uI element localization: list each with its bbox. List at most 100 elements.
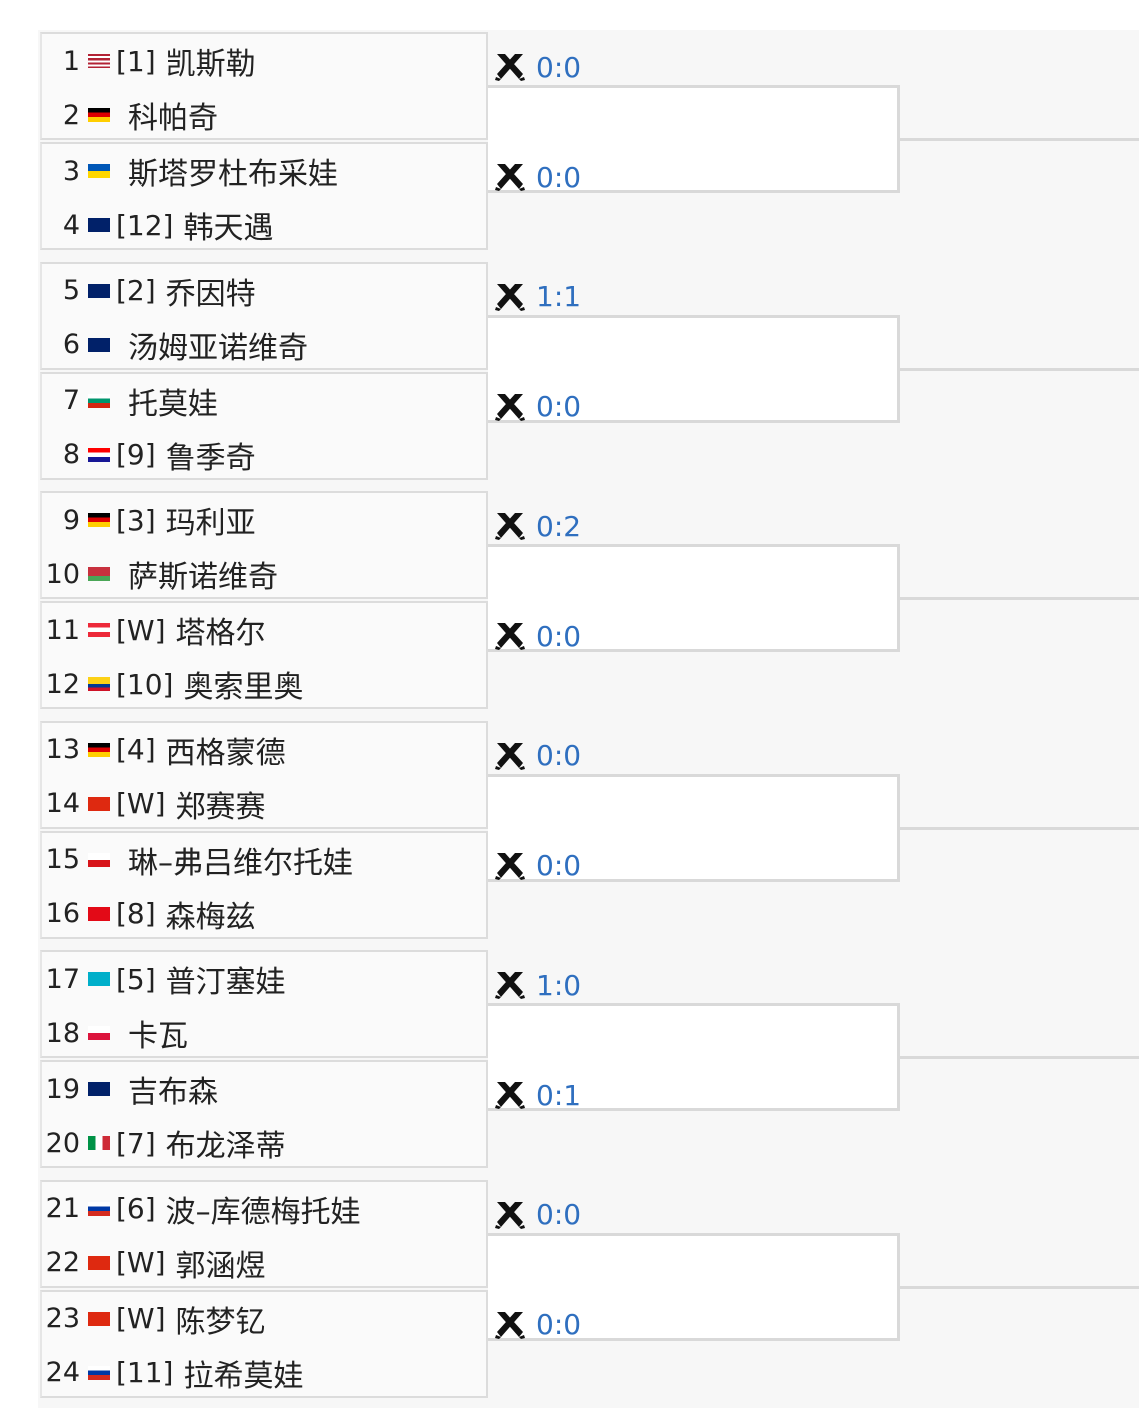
seed-label: [W] xyxy=(116,1302,166,1335)
player-row[interactable]: 8[9]鲁季奇 xyxy=(42,428,486,482)
seed-label: [5] xyxy=(116,962,156,996)
match-card[interactable]: 3 斯塔罗杜布采娃 4[12]韩天遇 xyxy=(40,142,488,250)
match-score[interactable]: 0:0 xyxy=(494,47,581,87)
player-name: 布龙泽蒂 xyxy=(165,1129,286,1164)
draw-position: 18 xyxy=(45,1017,80,1049)
match-score[interactable]: 1:0 xyxy=(494,965,581,1005)
player-name: 卡瓦 xyxy=(128,1019,188,1054)
player-row[interactable]: 18 卡瓦 xyxy=(42,1006,486,1060)
score-value: 0:0 xyxy=(536,1198,582,1231)
player-row[interactable]: 22[W]郭涵煜 xyxy=(42,1236,486,1290)
match-score[interactable]: 0:0 xyxy=(494,736,581,776)
player-row[interactable]: 16[8]森梅兹 xyxy=(42,887,486,941)
player-name: 森梅兹 xyxy=(165,899,256,935)
match-score[interactable]: 0:0 xyxy=(494,157,581,197)
draw-position: 8 xyxy=(62,439,80,470)
score-value: 1:1 xyxy=(536,280,582,313)
flag-it-icon xyxy=(88,1136,110,1150)
flag-de-icon xyxy=(88,742,110,757)
player-row[interactable]: 13[4]西格蒙德 xyxy=(42,723,486,777)
draw-position: 15 xyxy=(45,844,80,875)
flag-hr-icon xyxy=(88,447,110,462)
player-row[interactable]: 7 托莫娃 xyxy=(42,374,486,428)
draw-position: 5 xyxy=(62,275,80,306)
flag-de-icon xyxy=(88,513,110,527)
player-row[interactable]: 14[W]郑赛赛 xyxy=(42,777,486,831)
draw-position: 23 xyxy=(45,1303,80,1334)
player-row[interactable]: 21[6]波–库德梅托娃 xyxy=(42,1182,486,1236)
draw-position: 17 xyxy=(45,963,80,995)
player-row[interactable]: 24[11]拉希莫娃 xyxy=(42,1346,486,1400)
flag-by-icon xyxy=(88,567,110,581)
match-card[interactable]: 23 [W] 陈梦钇 24[11]拉希莫娃 xyxy=(40,1289,488,1400)
bracket-line xyxy=(900,597,1139,600)
draw-position: 3 xyxy=(62,155,80,187)
seed-label: [W] xyxy=(116,1246,166,1279)
crossed-swords-icon xyxy=(495,393,525,421)
player-row[interactable]: 23 [W] 陈梦钇 xyxy=(42,1292,486,1346)
match-card[interactable]: 7 托莫娃 8[9]鲁季奇 xyxy=(40,371,488,482)
crossed-swords-icon xyxy=(495,1311,525,1339)
player-name: 陈梦钇 xyxy=(175,1304,266,1340)
seed-label: [3] xyxy=(116,503,156,537)
seed-label: [W] xyxy=(116,613,166,647)
crossed-swords-icon xyxy=(495,1201,525,1229)
seed-label: [W] xyxy=(116,787,166,820)
match-score[interactable]: 0:0 xyxy=(494,616,581,656)
score-value: 0:0 xyxy=(536,1308,582,1341)
player-row[interactable]: 5[2]乔因特 xyxy=(42,264,486,318)
flag-au-icon xyxy=(88,337,110,352)
score-value: 0:0 xyxy=(536,849,582,882)
player-name: 乔因特 xyxy=(165,276,256,312)
match-score[interactable]: 0:0 xyxy=(494,387,581,427)
flag-tr-icon xyxy=(88,906,110,921)
bracket-line xyxy=(900,1056,1139,1059)
seed-label: [1] xyxy=(116,44,156,78)
player-name: 托莫娃 xyxy=(128,386,218,422)
match-score[interactable]: 0:0 xyxy=(494,1305,581,1345)
player-row[interactable]: 1[1]凯斯勒 xyxy=(42,34,486,88)
player-row[interactable]: 11[W]塔格尔 xyxy=(42,603,486,657)
flag-bg-icon xyxy=(88,393,110,408)
player-name: 玛利亚 xyxy=(165,506,256,541)
draw-position: 16 xyxy=(45,898,80,929)
draw-position: 7 xyxy=(62,385,80,416)
player-row[interactable]: 9[3]玛利亚 xyxy=(42,493,486,547)
player-row[interactable]: 17[5]普汀塞娃 xyxy=(42,952,486,1006)
player-row[interactable]: 4[12]韩天遇 xyxy=(42,198,486,252)
flag-cz-icon xyxy=(88,852,110,867)
match-score[interactable]: 0:0 xyxy=(494,1195,581,1235)
score-value: 0:0 xyxy=(536,390,582,423)
player-name: 奥索里奥 xyxy=(183,670,304,705)
player-name: 斯塔罗杜布采娃 xyxy=(128,157,338,192)
match-score[interactable]: 1:1 xyxy=(494,277,581,317)
match-score[interactable]: 0:0 xyxy=(494,846,581,886)
match-score[interactable]: 0:2 xyxy=(494,506,581,546)
match-score[interactable]: 0:1 xyxy=(494,1075,581,1115)
player-row[interactable]: 20[7]布龙泽蒂 xyxy=(42,1116,486,1170)
player-name: 西格蒙德 xyxy=(165,735,286,771)
bracket-connector xyxy=(488,1003,900,1111)
flag-pl-icon xyxy=(88,1026,110,1040)
bracket-line xyxy=(900,138,1139,141)
flag-ru-icon xyxy=(88,1365,110,1380)
bracket-line xyxy=(900,367,1139,371)
player-row[interactable]: 3 斯塔罗杜布采娃 xyxy=(42,144,486,198)
player-row[interactable]: 12[10]奥索里奥 xyxy=(42,657,486,711)
